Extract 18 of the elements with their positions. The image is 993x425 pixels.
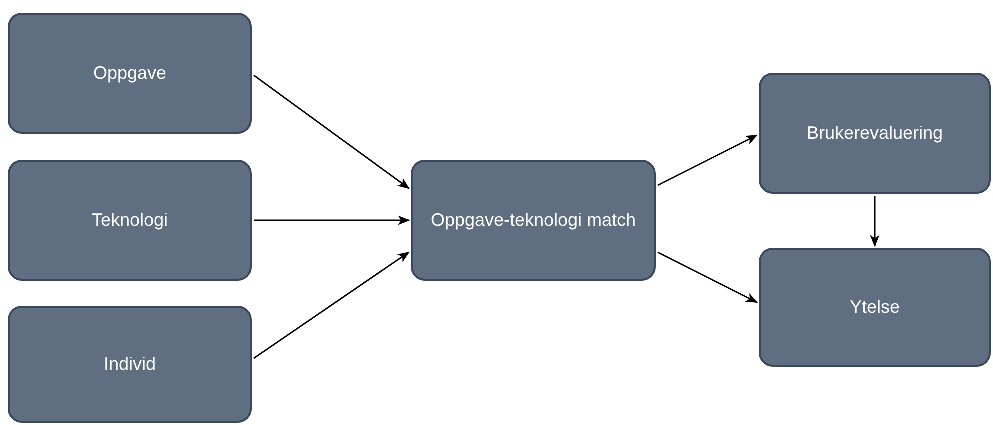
process-box bbox=[8, 13, 252, 134]
box-label: Brukerevaluering bbox=[806, 122, 944, 144]
arrow bbox=[658, 134, 758, 186]
box-label: Individ bbox=[104, 354, 156, 376]
box-label: Oppgave-teknologi match bbox=[430, 210, 636, 232]
arrow bbox=[254, 74, 410, 190]
process-box bbox=[411, 160, 656, 281]
arrow bbox=[658, 252, 758, 304]
process-box bbox=[759, 73, 991, 194]
arrow bbox=[870, 196, 880, 248]
arrow bbox=[254, 252, 410, 360]
process-box bbox=[8, 306, 252, 423]
arrow bbox=[254, 216, 410, 226]
process-box bbox=[8, 160, 252, 281]
process-box bbox=[759, 248, 991, 367]
box-label: Teknologi bbox=[92, 210, 168, 232]
box-label: Ytelse bbox=[850, 296, 900, 318]
box-label: Oppgave bbox=[93, 62, 167, 84]
